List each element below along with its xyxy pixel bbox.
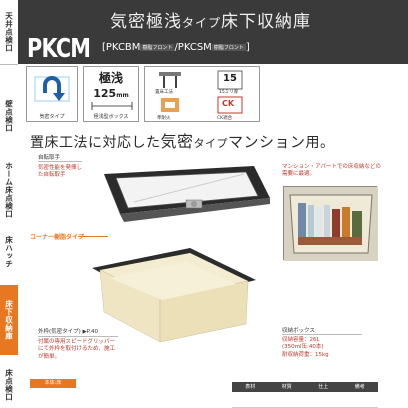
handle-callout-title: 自転取手 bbox=[38, 155, 61, 161]
apartment-callout-text: マンション・アパートでの床収納などの需要に最適。 bbox=[282, 164, 381, 178]
resin-front-badge: 樹脂フロント bbox=[211, 43, 246, 51]
sidebar-tab-wall[interactable]: 壁点検口 bbox=[4, 100, 14, 132]
ck-icon: CK bbox=[217, 96, 243, 122]
storage-callout-title: 収納ボックス bbox=[282, 328, 315, 334]
sidebar-tab-home-floor[interactable]: ホーム床点検口 bbox=[4, 162, 14, 218]
storage-photo bbox=[283, 186, 378, 261]
storage-box-drawing bbox=[92, 248, 256, 343]
footer-tag: 本体:床 bbox=[30, 379, 76, 388]
depth-arrow-icon bbox=[91, 102, 133, 110]
non-combustible-icon bbox=[157, 96, 183, 122]
corner-resin-label: コーナー樹脂タイプ bbox=[30, 234, 85, 241]
shallow-feature: 極浅 125mm 極浅型ボックス bbox=[83, 66, 139, 122]
feature-panel: 気密タイプ 極浅 125mm 極浅型ボックス 置床工法 15 15ミリ厚 準耐火… bbox=[26, 66, 260, 122]
tagline: 置床工法に対応した気密タイプマンション用。 bbox=[30, 132, 335, 151]
sidebar: 天井点検口 壁点検口 ホーム床点検口 床ハッチ 床下収納庫 床点検口 bbox=[0, 0, 18, 408]
floor-method-icon bbox=[157, 70, 183, 96]
lid-drawing bbox=[104, 166, 270, 222]
spec-table-row bbox=[232, 393, 378, 408]
airtight-arrow-icon bbox=[34, 76, 70, 102]
sidebar-tab-ceiling[interactable]: 天井点検口 bbox=[4, 12, 14, 52]
frame-callout-title: 外枠(気密タイプ) ▶P.40 bbox=[38, 329, 98, 335]
frame-callout-text: 付属の専用スピードグリッパーにて外枠を取付けるため、施工が簡単。 bbox=[38, 339, 116, 360]
sidebar-tab-underfloor-storage[interactable]: 床下収納庫 bbox=[0, 285, 18, 355]
storage-callout-text: 収納容量：26L (350ml缶:40本) 耐収納荷重：15kg bbox=[282, 337, 329, 358]
model-number: PKCM bbox=[27, 34, 91, 64]
handle-callout-text: 気密性能を発揮した自転取手 bbox=[38, 165, 83, 179]
sidebar-tab-floor-hatch[interactable]: 床ハッチ bbox=[4, 236, 14, 268]
airtight-feature: 気密タイプ bbox=[26, 66, 78, 122]
fifteen-icon: 15 bbox=[217, 70, 243, 96]
spec-icons: 置床工法 15 15ミリ厚 準耐火 CK CK適合 bbox=[144, 66, 260, 122]
page-title: 気密極浅タイプ床下収納庫 bbox=[110, 12, 312, 32]
sidebar-tab-floor-inspection[interactable]: 床点検口 bbox=[4, 369, 14, 401]
resin-front-badge: 樹脂フロント bbox=[140, 43, 175, 51]
spec-table-header: 表材 材質 仕上 備考 bbox=[232, 382, 378, 392]
